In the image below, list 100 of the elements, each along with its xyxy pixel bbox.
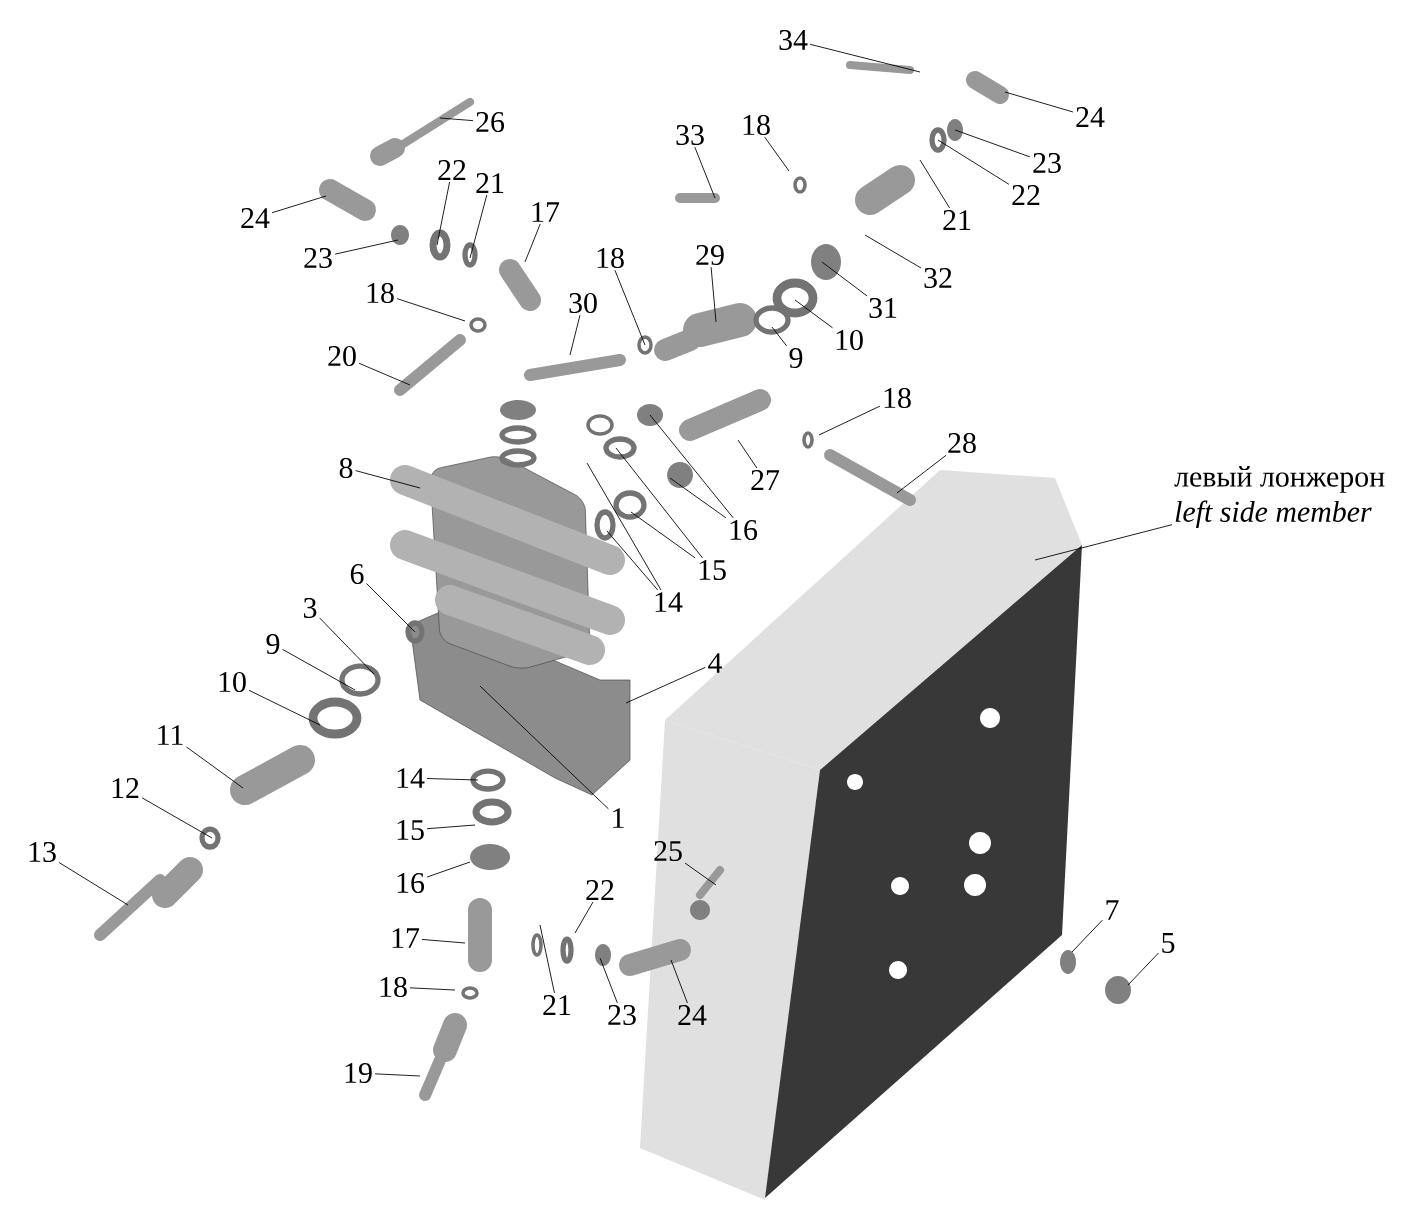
callout-number: 18	[743, 114, 770, 136]
leader-line	[426, 824, 476, 830]
callout-number: 1	[613, 808, 624, 828]
callout-number: 15	[699, 560, 726, 581]
leader-line	[358, 362, 411, 386]
callout-number: 32	[924, 267, 952, 289]
callout-number: 10	[836, 329, 863, 351]
callout-number: 23	[608, 1004, 636, 1026]
callout-number: 9	[789, 347, 803, 369]
leader-line	[355, 470, 421, 489]
leader-line	[614, 269, 646, 346]
callout-number: 30	[569, 292, 597, 314]
leader-line	[539, 924, 555, 994]
leader-line	[469, 194, 488, 259]
callout-number: 20	[328, 345, 356, 367]
callout-number: 26	[476, 111, 505, 133]
leader-line	[334, 239, 399, 255]
leader-line	[864, 234, 922, 269]
leader-line	[606, 530, 659, 591]
callout-number: 33	[676, 124, 704, 146]
leader-line	[649, 414, 734, 519]
callout-number: 23	[1033, 152, 1061, 174]
leader-line	[436, 181, 451, 246]
leader-line	[1127, 952, 1159, 986]
leader-line	[186, 746, 244, 789]
leader-line	[954, 129, 1031, 158]
callout-number: 17	[392, 928, 420, 948]
leader-line	[670, 959, 688, 1004]
leader-line	[141, 797, 213, 839]
leader-line	[409, 987, 456, 991]
leader-line	[684, 862, 717, 886]
callout-number: 21	[943, 210, 971, 230]
leader-line	[421, 939, 466, 944]
callout-number: 24	[678, 1005, 707, 1025]
callout-number: 27	[751, 470, 780, 490]
leader-line	[1071, 919, 1103, 953]
member-label: левый лонжерон left side member	[1174, 466, 1385, 528]
leader-line	[710, 266, 717, 323]
callout-number: 22	[438, 160, 466, 180]
callout-number: 9	[266, 633, 280, 655]
callout-number: 29	[696, 244, 724, 266]
leader-line	[737, 439, 758, 469]
callout-number: 22	[1012, 185, 1040, 205]
leader-line	[479, 685, 609, 810]
leader-line	[809, 43, 921, 73]
leader-line	[396, 298, 466, 322]
leader-line	[282, 648, 356, 691]
leader-line	[58, 862, 129, 906]
callout-number: 21	[476, 173, 504, 193]
callout-number: 16	[730, 519, 758, 541]
leader-line	[366, 583, 416, 633]
callout-number: 14	[397, 768, 425, 788]
callout-number: 12	[112, 778, 139, 798]
callout-number: 11	[158, 725, 183, 745]
leader-line	[319, 617, 375, 675]
callout-number: 3	[303, 597, 317, 619]
leader-line	[426, 861, 471, 878]
callout-number: 18	[597, 247, 624, 269]
callout-number: 25	[654, 840, 682, 862]
leader-line	[630, 511, 696, 559]
leader-line	[694, 146, 716, 199]
leader-line	[271, 195, 327, 214]
leader-line	[919, 159, 951, 209]
callout-number: 13	[29, 841, 56, 863]
callout-number: 34	[779, 29, 808, 51]
callout-number: 4	[708, 653, 722, 673]
callout-number: 22	[586, 880, 614, 900]
callout-number: 5	[1162, 933, 1175, 953]
callout-number: 18	[884, 387, 911, 409]
callout-number: 16	[397, 872, 425, 894]
leader-line	[426, 778, 479, 781]
callout-number: 7	[1106, 900, 1119, 920]
leader-line	[771, 326, 788, 347]
leader-line	[794, 299, 833, 329]
leader-line	[574, 901, 594, 934]
leader-line	[569, 314, 581, 356]
leader-line	[1004, 91, 1074, 113]
callout-number: 18	[367, 282, 394, 304]
callout-number: 15	[397, 820, 424, 841]
leader-line	[586, 462, 662, 591]
leader-line	[374, 1073, 421, 1077]
callout-number: 6	[350, 563, 364, 585]
leader-line	[896, 454, 947, 494]
leader-line	[599, 957, 618, 1004]
callout-number: 10	[219, 671, 246, 693]
leader-line	[439, 117, 474, 122]
leader-line	[818, 405, 881, 436]
leader-line	[625, 666, 706, 704]
callout-number: 31	[869, 297, 897, 319]
leader-line	[669, 477, 727, 519]
callout-number: 24	[1076, 107, 1105, 127]
leader-line	[1034, 524, 1173, 561]
leader-line	[764, 136, 790, 172]
leader-line	[821, 261, 868, 297]
callout-number: 23	[304, 247, 332, 269]
callout-number: 28	[948, 432, 976, 454]
callout-number: 14	[655, 592, 683, 612]
callout-number: 24	[241, 208, 270, 228]
leader-line	[248, 689, 321, 726]
leader-line	[937, 139, 1010, 185]
